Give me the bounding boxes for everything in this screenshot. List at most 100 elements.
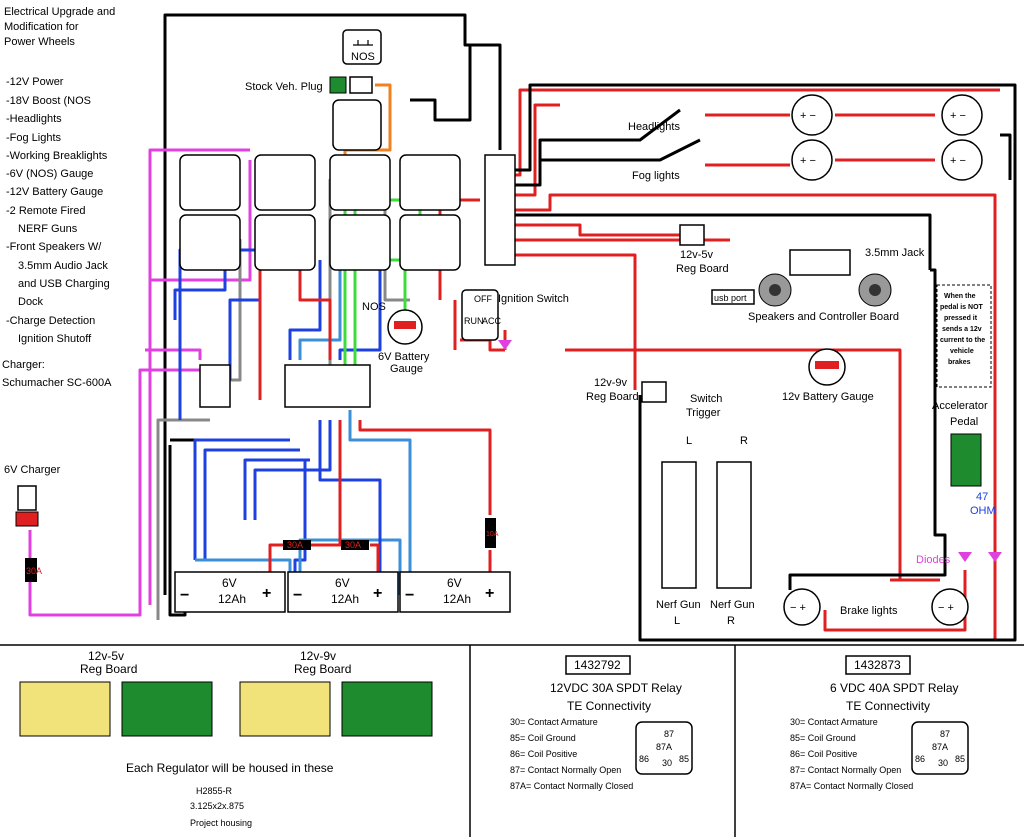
relay-key: 85= Coil Ground [790,733,856,743]
relay-key: 86= Coil Positive [790,749,857,759]
battery-pos: + [485,585,494,602]
note-line: current to the [940,337,985,344]
fuse [283,540,311,550]
reg-board-back [121,681,213,737]
ign-off: OFF [474,294,492,304]
brake-note: When the pedal is NOT pressed it sends a… [940,293,985,366]
wire-blue [288,260,322,360]
feature-item: -Headlights [6,113,62,125]
battery-neg: − [405,587,414,604]
ign-acc: ACC [482,316,502,326]
gauge12-label: 12v Battery Gauge [782,391,874,403]
resistor-label: 47 [976,491,988,503]
reg9-label: Reg Board [586,391,639,403]
wire-red [515,103,560,197]
battery-voltage: 6V [335,576,350,590]
pin: 87A [656,742,672,752]
resistor-label: OHM [970,505,996,517]
relay1-part-box [565,655,631,675]
wire-red [565,348,902,580]
wire-blue [243,458,310,520]
brake-light [783,588,821,626]
relay-key: 85= Coil Ground [510,733,576,743]
lamp-pole: − + [938,602,954,614]
ign-run: RUN [464,316,484,326]
relay-key: 30= Contact Armature [510,717,598,727]
relay2-part-box [845,655,911,675]
pin: 85 [955,754,965,764]
terminal-strip [484,154,516,266]
reg9-label: 12v-9v [594,377,628,389]
wire-red [268,543,285,575]
headlights-label: Headlights [628,121,680,133]
fog-label: Fog lights [632,170,680,182]
title-line: Power Wheels [4,36,75,48]
fuse-label: 30A [26,566,42,576]
speaker-cone [769,284,781,296]
feature-item: -Fog Lights [6,132,62,144]
wire-magenta [150,160,252,282]
note-line: sends a 12v [942,326,982,333]
pin: 87 [940,729,950,739]
wire-black [515,108,681,187]
wire-gray [156,418,210,620]
fuse [25,558,37,582]
brake-label: Brake lights [840,605,898,617]
brake-note-box [936,284,992,388]
wire-red [515,223,680,237]
lamp-pole: + − [800,110,816,122]
wire-blue [203,448,300,560]
charger-connector [15,511,39,527]
feature-item: -6V (NOS) Gauge [6,168,93,180]
wire-blue [193,438,290,560]
charger6-label: 6V Charger [4,464,61,476]
reg-board-5v [679,224,705,246]
trigger-left: L [686,435,692,447]
relay [329,214,391,271]
switch-label: Switch [690,393,722,405]
wire-red [515,193,997,640]
fog-light [791,139,833,181]
ignition-switch[interactable] [461,289,499,341]
lamp-pole: + − [800,155,816,167]
note-line: pressed it [944,315,978,322]
usb-port[interactable] [711,289,755,305]
relay [254,154,316,211]
battery-neg: − [180,587,189,604]
feature-item: -18V Boost (NOS [6,95,91,107]
feature-item: -12V Power [6,76,64,88]
headlight [791,94,833,136]
battery-capacity: 12Ah [218,592,246,606]
diode-icon [498,340,512,350]
battery [287,571,399,613]
nerf-label: Nerf Gun [710,599,755,611]
reg-board-front [19,681,111,737]
accelerator-pedal[interactable] [950,433,982,487]
nerf-label: R [727,615,735,627]
wire-blue [253,420,332,520]
relay [332,99,382,151]
wire-blue [318,420,382,585]
housing-line: H2855-R [196,786,233,796]
stock-plug[interactable] [329,76,347,94]
reg5-label: 12v-5v [680,249,714,261]
nerf-label: Nerf Gun [656,599,701,611]
relay-key: 87= Contact Normally Open [790,765,901,775]
gauge-bar [394,321,416,329]
nerf-gun-right [716,461,752,589]
battery-capacity: 12Ah [331,592,359,606]
lamp-pole: − + [790,602,806,614]
stock-plug-socket [349,76,373,94]
battery [399,571,511,613]
feature-item: -Working Breaklights [6,150,108,162]
relay2-part: 1432873 [854,658,901,672]
relay2-desc: 6 VDC 40A SPDT Relay [830,681,959,695]
wire-red [358,420,492,515]
fuse-label: 30A [345,540,361,550]
jack-label: 3.5mm Jack [865,247,925,259]
feature-item: -Charge Detection [6,315,95,327]
feature-item: -Front Speakers W/ [6,241,102,253]
nos-switch[interactable] [342,29,382,65]
nos-label: NOS [362,301,386,313]
